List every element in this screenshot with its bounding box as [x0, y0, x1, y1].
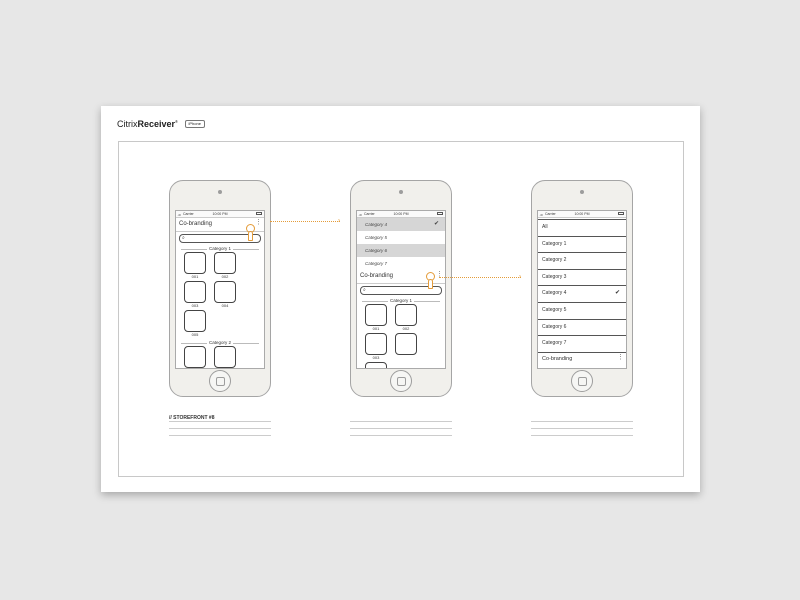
brand-logo: CitrixReceiver® iPhone — [117, 119, 205, 129]
status-bar: ..lll Carrier 10:00 PM — [538, 211, 626, 218]
flow-arrow — [270, 221, 340, 222]
notes-block-3 — [531, 415, 633, 442]
note-line — [531, 428, 633, 435]
drawer-item[interactable]: Category 4✔ — [357, 218, 445, 231]
note-line — [169, 435, 271, 442]
search-input[interactable]: ⌕ — [360, 286, 442, 295]
app-tile[interactable]: 003 — [365, 333, 387, 361]
category-drawer: Category 4✔ Category 5 Category 6 Catego… — [357, 218, 445, 270]
note-line — [350, 421, 452, 428]
home-button[interactable] — [571, 370, 593, 392]
grip-handle-icon[interactable]: ⋮⋮ — [255, 219, 264, 226]
category-list-item[interactable]: Category 7 — [538, 336, 626, 353]
app-tile[interactable] — [365, 362, 387, 368]
phone-camera — [218, 190, 222, 194]
note-line — [350, 435, 452, 442]
category-list-item[interactable]: Category 6 — [538, 320, 626, 337]
wireframe-sheet: CitrixReceiver® iPhone ..lll Carrier 10:… — [101, 106, 700, 492]
notes-block-1: // STOREFRONT #8 — [169, 415, 271, 442]
app-icon — [395, 304, 417, 326]
phone-mockup-1: ..lll Carrier 10:00 PM Co-branding ⋮⋮ ⌕ … — [169, 180, 271, 397]
arrow-head-icon: › — [338, 218, 340, 224]
phone-screen-3: ..lll Carrier 10:00 PM All Category 1 Ca… — [537, 210, 627, 369]
app-tile[interactable]: 005 — [184, 310, 206, 338]
category-list-item[interactable]: Category 5 — [538, 303, 626, 320]
home-button[interactable] — [209, 370, 231, 392]
app-grid: 001 002 003 — [357, 304, 445, 368]
checkmark-icon: ✔ — [433, 221, 439, 227]
phone-mockup-3: ..lll Carrier 10:00 PM All Category 1 Ca… — [531, 180, 633, 397]
category-divider: Category 1 — [176, 245, 264, 252]
app-tile[interactable]: 004 — [214, 281, 236, 309]
cobranding-bar[interactable]: Co-branding ⋮⋮ — [357, 270, 445, 284]
search-input[interactable]: ⌕ — [179, 234, 261, 243]
app-icon — [184, 281, 206, 303]
app-grid: 001 002 003 004 005 — [176, 252, 264, 339]
drawer-item[interactable]: Category 5 — [357, 231, 445, 244]
category-list-item[interactable]: All — [538, 219, 626, 237]
flow-arrow — [439, 277, 521, 278]
category-divider: Category 1 — [357, 297, 445, 304]
drawer-item[interactable]: Category 7 — [357, 257, 445, 270]
category-list-item[interactable]: Category 3 — [538, 270, 626, 287]
status-bar: ..lll Carrier 10:00 PM — [357, 211, 445, 218]
battery-icon — [256, 212, 262, 215]
app-icon — [184, 310, 206, 332]
phone-screen-2: ..lll Carrier 10:00 PM Category 4✔ Categ… — [356, 210, 446, 369]
phone-camera — [399, 190, 403, 194]
app-tile[interactable]: 001 — [184, 252, 206, 280]
drawer-item[interactable]: Category 6 — [357, 244, 445, 257]
search-icon: ⌕ — [182, 235, 185, 241]
app-tile[interactable]: 002 — [395, 304, 417, 332]
notes-block-2 — [350, 415, 452, 442]
finger-pointer-icon — [428, 279, 433, 289]
signal-icon: ..lll — [539, 213, 543, 217]
app-icon — [365, 362, 387, 368]
signal-icon: ..lll — [358, 213, 362, 217]
phone-mockup-2: ..lll Carrier 10:00 PM Category 4✔ Categ… — [350, 180, 452, 397]
grip-handle-icon[interactable]: ⋮⋮ — [436, 271, 445, 278]
signal-icon: ..lll — [177, 213, 181, 217]
app-icon — [184, 252, 206, 274]
note-line — [531, 421, 633, 428]
app-tile[interactable]: 003 — [184, 281, 206, 309]
status-bar: ..lll Carrier 10:00 PM — [176, 211, 264, 218]
app-icon — [214, 346, 236, 368]
app-icon — [395, 333, 417, 355]
category-list-item[interactable]: Category 4✔ — [538, 286, 626, 303]
app-icon — [214, 281, 236, 303]
app-grid: 006 007 008 — [176, 346, 264, 368]
category-divider: Category 2 — [176, 339, 264, 346]
note-line — [531, 435, 633, 442]
arrow-head-icon: › — [519, 274, 521, 280]
category-list: All Category 1 Category 2 Category 3 Cat… — [538, 218, 626, 353]
category-list-item[interactable]: Category 2 — [538, 253, 626, 270]
app-tile[interactable]: 006 — [184, 346, 206, 368]
checkmark-icon: ✔ — [614, 290, 620, 297]
phone-camera — [580, 190, 584, 194]
mockup-frame: ..lll Carrier 10:00 PM Co-branding ⋮⋮ ⌕ … — [118, 141, 684, 477]
note-line — [169, 421, 271, 428]
app-icon — [365, 333, 387, 355]
category-list-item[interactable]: Category 1 — [538, 237, 626, 254]
note-line — [169, 428, 271, 435]
app-tile[interactable]: 001 — [365, 304, 387, 332]
home-button[interactable] — [390, 370, 412, 392]
app-tile[interactable]: 002 — [214, 252, 236, 280]
cobranding-bar[interactable]: Co-branding ⋮⋮ — [542, 353, 626, 362]
app-icon — [365, 304, 387, 326]
app-tile[interactable]: 007 — [214, 346, 236, 368]
finger-pointer-icon — [248, 231, 253, 241]
grip-handle-icon[interactable]: ⋮⋮ — [617, 353, 626, 361]
note-line — [350, 428, 452, 435]
notes-title: // STOREFRONT #8 — [169, 415, 215, 421]
app-icon — [184, 346, 206, 368]
cobranding-bar[interactable]: Co-branding ⋮⋮ — [176, 218, 264, 232]
platform-badge: iPhone — [184, 120, 205, 128]
battery-icon — [437, 212, 443, 215]
app-icon — [214, 252, 236, 274]
battery-icon — [618, 212, 624, 215]
app-tile[interactable] — [395, 333, 417, 361]
search-icon: ⌕ — [363, 287, 366, 293]
